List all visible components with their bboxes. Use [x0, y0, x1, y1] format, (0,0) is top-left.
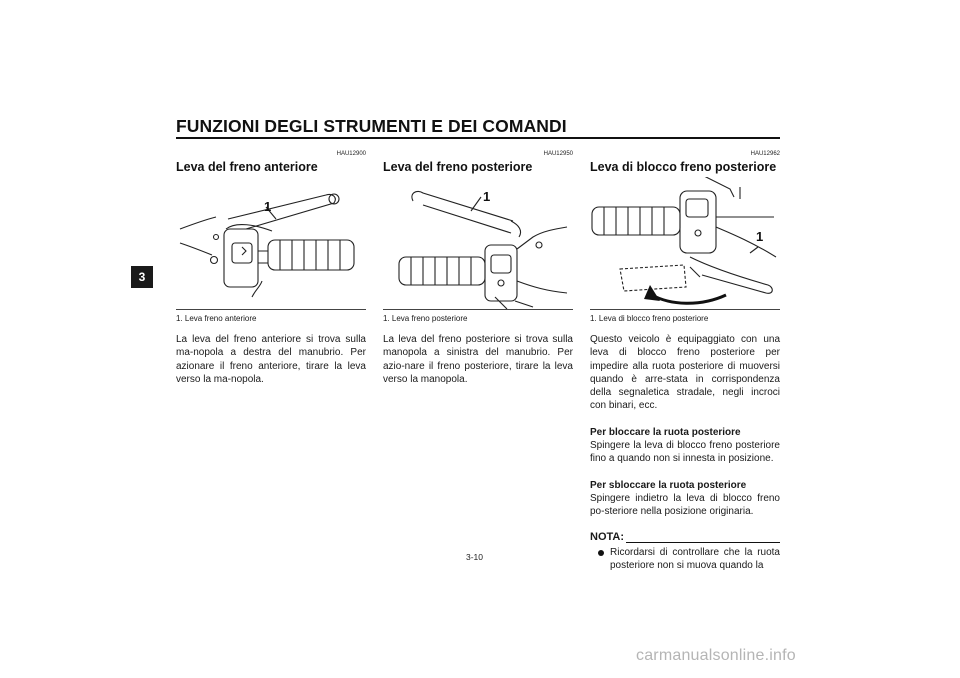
title-rule: [176, 137, 780, 139]
push-direction-arrow: [651, 293, 727, 305]
section-rear-brake: HAU12950 Leva del freno posteriore: [383, 150, 573, 386]
page-number: 3-10: [466, 552, 484, 562]
figure-label: 1: [483, 189, 490, 204]
chapter-tab: 3: [131, 266, 153, 288]
figure-caption: 1. Leva di blocco freno posteriore: [590, 314, 709, 323]
arrow-head-icon: [644, 285, 660, 301]
section-heading: Leva di blocco freno posteriore: [590, 160, 777, 174]
brake-lock-lever-illustration: 1: [590, 177, 780, 310]
section-body: Questo veicolo è equipaggiato con una le…: [590, 334, 780, 412]
left-handlebar-drawing: 1: [398, 189, 568, 309]
figure-caption: 1. Leva freno posteriore: [383, 314, 468, 323]
note-header: NOTA:: [590, 531, 780, 545]
section-code: HAU12950: [543, 151, 573, 157]
figure-label: 1: [756, 229, 763, 244]
note-rule: [626, 541, 780, 543]
section-body: La leva del freno anteriore si trova sul…: [176, 334, 366, 385]
brake-lock-drawing: 1: [591, 177, 777, 305]
page-title: FUNZIONI DEGLI STRUMENTI E DEI COMANDI: [176, 116, 567, 136]
right-handlebar-drawing: 1: [179, 193, 355, 298]
unlock-subheading: Per sbloccare la ruota posteriore: [590, 479, 747, 491]
unlock-instructions: Spingere indietro la leva di blocco fren…: [590, 492, 780, 518]
figure-label: 1: [264, 199, 271, 214]
section-front-brake: HAU12900 Leva del freno anteriore: [176, 150, 366, 386]
section-code: HAU12900: [336, 151, 366, 157]
note-bullet-text: Ricordarsi di controllare che la ruota p…: [610, 546, 780, 571]
front-brake-lever-illustration: 1: [176, 177, 366, 310]
rear-brake-lever-illustration: 1: [383, 177, 573, 310]
section-heading: Leva del freno posteriore: [383, 160, 533, 174]
section-parking-brake-lock: HAU12962 Leva di blocco freno posteriore: [590, 150, 780, 572]
bullet-icon: [598, 549, 604, 556]
figure-caption: 1. Leva freno anteriore: [176, 314, 257, 323]
watermark: carmanualsonline.info: [636, 647, 796, 664]
section-body: La leva del freno posteriore si trova su…: [383, 334, 573, 385]
lock-subheading: Per bloccare la ruota posteriore: [590, 426, 741, 438]
note-bullet-item: Ricordarsi di controllare che la ruota p…: [590, 546, 780, 573]
note-label: NOTA:: [590, 530, 625, 543]
section-code: HAU12962: [750, 151, 780, 157]
lock-instructions: Spingere la leva di blocco freno posteri…: [590, 440, 780, 465]
section-heading: Leva del freno anteriore: [176, 160, 318, 174]
